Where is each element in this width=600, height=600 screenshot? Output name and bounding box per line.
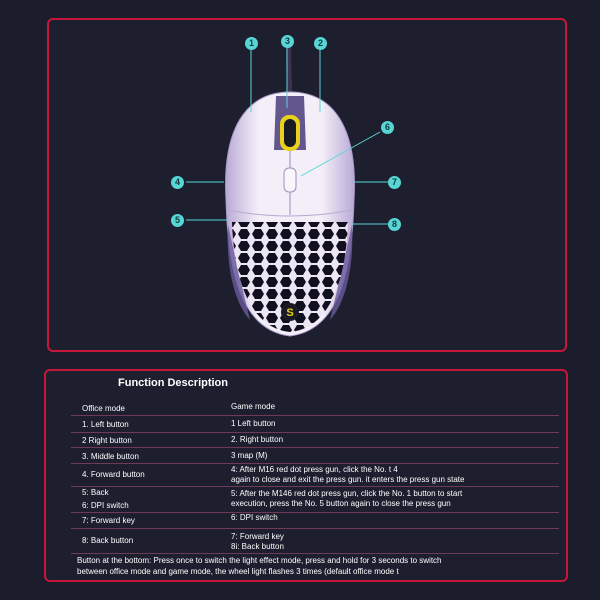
table-row-4-game-cont: again to close and exit the press gun. i… xyxy=(231,475,465,484)
mouse-illustration: S xyxy=(186,35,389,337)
bottom-button-note-line-2: between office mode and game mode, the w… xyxy=(77,567,399,576)
table-row-5-game-cont: execution, press the No. 5 button again … xyxy=(231,499,451,508)
callout-6: 6 xyxy=(381,121,394,134)
table-row-6-game: 6: DPI switch xyxy=(231,513,278,522)
divider xyxy=(71,486,559,487)
callout-2: 2 xyxy=(314,37,327,50)
divider xyxy=(71,512,559,513)
honeycomb-shell xyxy=(232,222,348,332)
callout-8: 8 xyxy=(388,218,401,231)
table-row-1-game: 1 Left button xyxy=(231,419,276,428)
table-row-5-office-cont: 6: DPI switch xyxy=(82,501,129,510)
divider xyxy=(71,432,559,433)
leader-lines xyxy=(186,48,389,225)
table-row-4-game: 4: After M16 red dot press gun, click th… xyxy=(231,465,398,474)
bottom-button-note-line-1: Button at the bottom: Press once to swit… xyxy=(77,556,442,565)
header-game-mode: Game mode xyxy=(231,402,276,411)
callout-3: 3 xyxy=(281,35,294,48)
divider xyxy=(71,415,559,416)
table-row-5-game: 5: After the M146 red dot press gun, cli… xyxy=(231,489,463,498)
bottom-button-note: Button at the bottom: Press once to swit… xyxy=(77,555,442,577)
table-row-4-office: 4. Forward button xyxy=(82,470,145,479)
divider xyxy=(71,447,559,448)
svg-text:S: S xyxy=(286,307,293,319)
divider xyxy=(71,553,559,554)
dpi-button xyxy=(283,167,297,193)
callout-7: 7 xyxy=(388,176,401,189)
function-description-panel xyxy=(44,369,568,582)
table-row-3-office: 3. Middle button xyxy=(82,452,139,461)
table-row-2-game: 2. Right button xyxy=(231,435,284,444)
table-row-7-game-cont: 8i: Back button xyxy=(231,542,284,551)
table-row-7-office: 8: Back button xyxy=(82,536,134,545)
callout-5: 5 xyxy=(171,214,184,227)
header-office-mode: Office mode xyxy=(82,404,125,413)
table-row-3-game: 3 map (M) xyxy=(231,451,268,460)
function-description-title: Function Description xyxy=(118,377,228,389)
divider xyxy=(71,463,559,464)
table-row-1-office: 1. Left button xyxy=(82,420,129,429)
divider xyxy=(71,528,559,529)
table-row-2-office: 2 Right button xyxy=(82,436,132,445)
table-row-5-office: 5: Back xyxy=(82,488,109,497)
logo-icon xyxy=(281,303,299,321)
callout-4: 4 xyxy=(171,176,184,189)
callout-1: 1 xyxy=(245,37,258,50)
table-row-6-office: 7: Forward key xyxy=(82,516,135,525)
table-row-7-game: 7: Forward key xyxy=(231,532,284,541)
